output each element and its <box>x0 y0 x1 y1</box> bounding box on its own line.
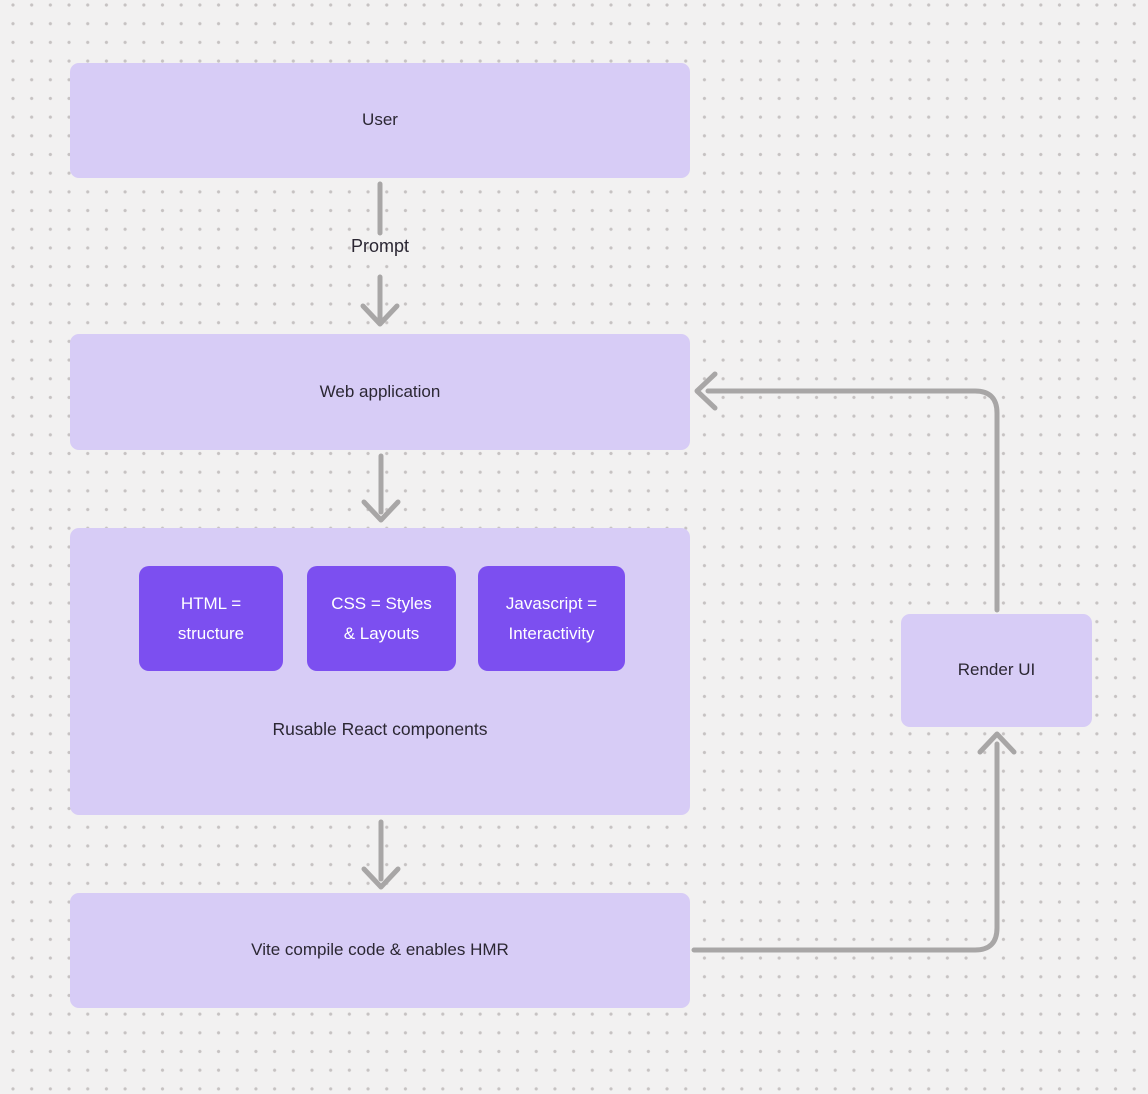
node-css: CSS = Styles & Layouts <box>307 566 456 671</box>
node-components-group: HTML = structure CSS = Styles & Layouts … <box>70 528 690 815</box>
node-components-group-label: Rusable React components <box>272 719 488 739</box>
node-user: User <box>70 63 690 178</box>
arrow-up-icon <box>977 731 1017 755</box>
node-web-application-label: Web application <box>319 381 441 401</box>
node-vite-label: Vite compile code & enables HMR <box>251 940 509 960</box>
node-html-label-line2: structure <box>177 623 245 643</box>
node-javascript-label-line1: Javascript = <box>505 593 598 613</box>
node-web-application: Web application <box>70 334 690 450</box>
node-css-label-line2: & Layouts <box>343 623 420 643</box>
arrow-left-icon <box>694 371 718 411</box>
edge-vite-render-path <box>691 741 1000 953</box>
node-javascript-label-line2: Interactivity <box>508 623 595 643</box>
arrow-down-icon <box>361 866 401 890</box>
arrow-down-icon <box>361 499 401 523</box>
arrow-down-icon <box>360 303 400 327</box>
node-user-label: User <box>362 110 398 130</box>
node-render-ui-label: Render UI <box>957 660 1036 680</box>
node-html: HTML = structure <box>139 566 283 671</box>
node-css-label-line1: CSS = Styles <box>331 593 432 613</box>
node-javascript: Javascript = Interactivity <box>478 566 625 671</box>
node-vite: Vite compile code & enables HMR <box>70 893 690 1008</box>
edge-render-webapp-path <box>705 388 1000 613</box>
node-render-ui: Render UI <box>901 614 1092 727</box>
node-html-label-line1: HTML = <box>180 593 242 613</box>
edge-prompt-label: Prompt <box>350 236 410 256</box>
